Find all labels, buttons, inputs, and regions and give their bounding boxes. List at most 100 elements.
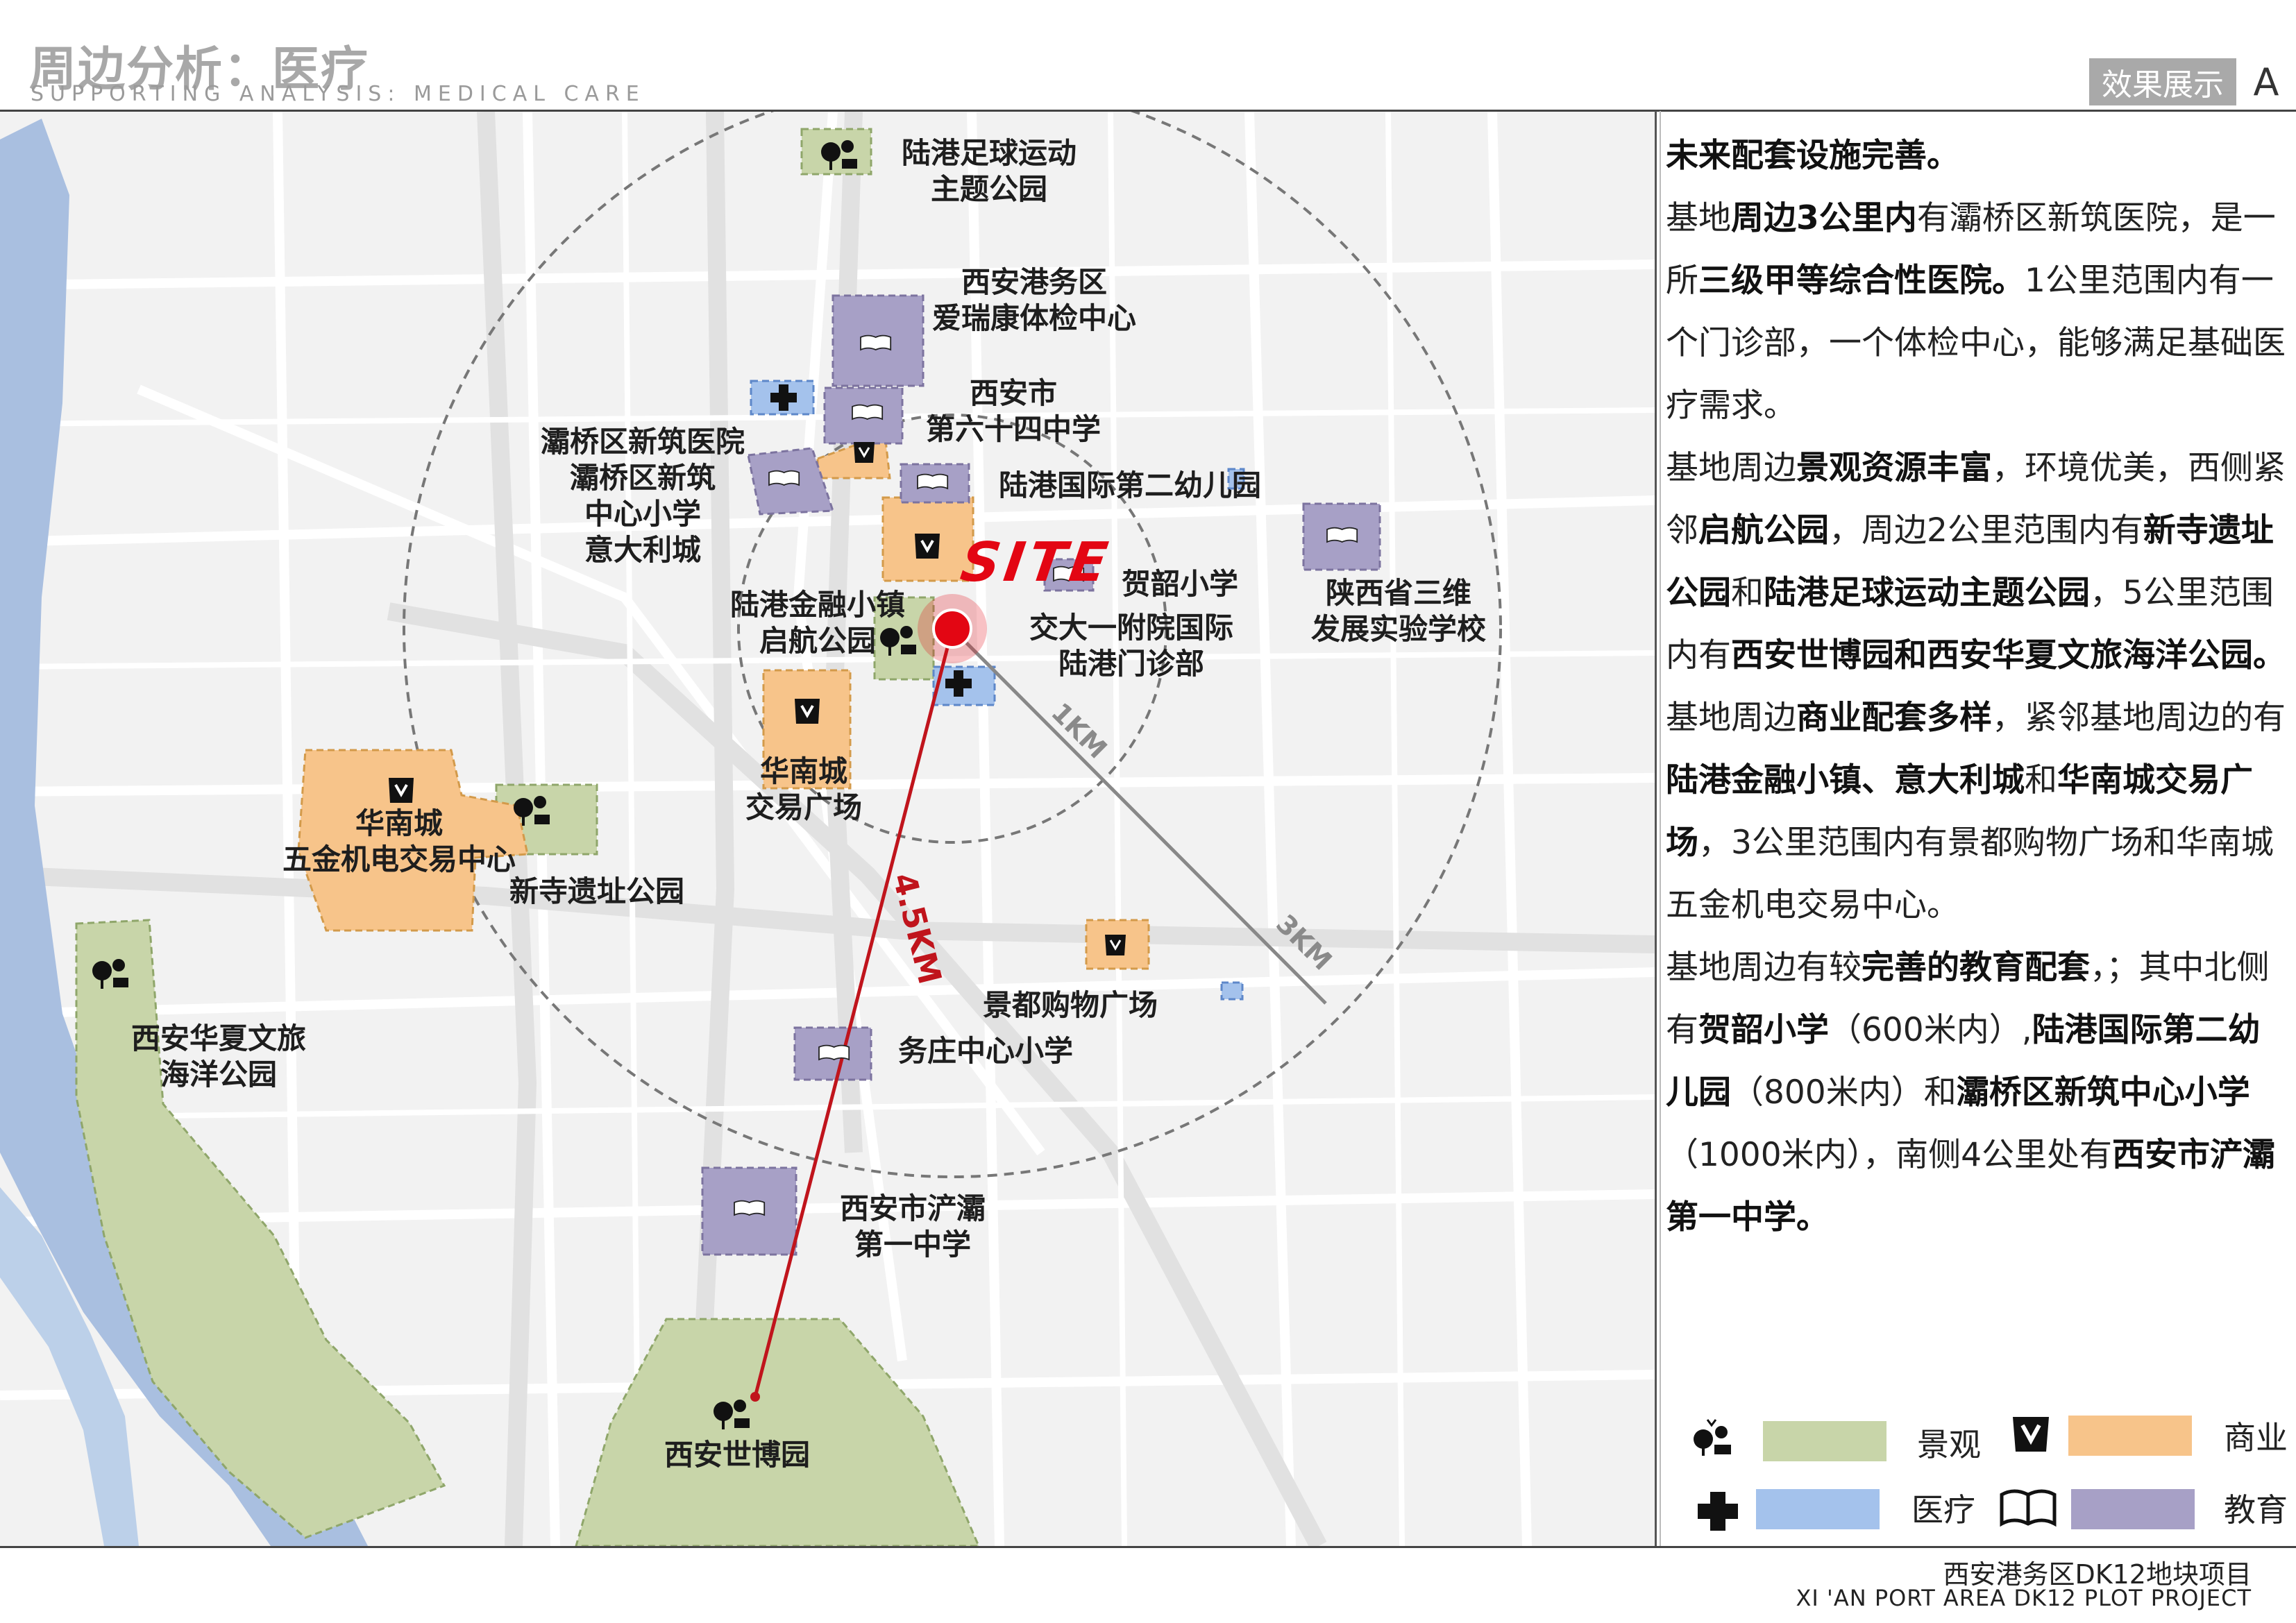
legend-book-icon: [2000, 1489, 2057, 1527]
footer-project-cn: 西安港务区DK12地块项目: [1943, 1559, 2252, 1590]
minor-roads: [0, 112, 1655, 1546]
emphasis-text: 西安市浐灞第一中学。: [1666, 1136, 2276, 1237]
emphasis-text: 西安世博园和西安华夏文旅海洋公园。: [1731, 636, 2286, 674]
body-text: 基地: [1666, 199, 1731, 237]
label-shaanxi-school: 陕西省三维 发展实验学校: [1310, 576, 1487, 646]
analysis-text-panel: 未来配套设施完善。基地周边3公里内有灞桥区新筑医院，是一所三级甲等综合性医院。1…: [1666, 125, 2290, 1249]
legend-cross-icon: [1698, 1492, 1738, 1531]
line-1km-3km: [951, 627, 1327, 1005]
tree-icon: [92, 959, 128, 989]
emphasis-text: 灞桥区新筑中心小学: [1956, 1073, 2250, 1112]
tree-icon: [514, 796, 550, 826]
book-icon: [1053, 566, 1085, 582]
body-text: ，周边2公里范围内有: [1829, 511, 2143, 550]
legend-tree-icon: [1694, 1419, 1731, 1456]
emphasis-text: 贺韶小学: [1698, 1011, 1829, 1049]
label-huanan-trade: 华南城 交易广场: [745, 754, 863, 824]
tree-icon: [714, 1400, 750, 1429]
bottom-rule: [0, 1546, 2296, 1548]
bag-icon: [854, 442, 875, 463]
label-football-park: 陆港足球运动 主题公园: [901, 136, 1077, 206]
zone-huanan-hardware: [297, 749, 529, 932]
book-icon: [860, 334, 892, 351]
emphasis-text: 启航公园: [1698, 511, 1829, 550]
label-ocean-park: 西安华夏文旅 海洋公园: [130, 1021, 307, 1091]
emphasis-text: 商业配套多样: [1796, 699, 1992, 737]
body-text: （800米内）和: [1731, 1073, 1957, 1112]
legend-commerce-swatch: [2068, 1416, 2192, 1456]
emphasis-text: 陆港足球运动主题公园: [1764, 574, 2090, 612]
bag-icon: [795, 699, 820, 724]
icons-layer: [92, 140, 1358, 1429]
site-label: SITE: [956, 532, 1116, 594]
body-text: 基地周边有较: [1666, 949, 1862, 987]
body-text: 和: [2025, 761, 2057, 799]
emphasis-text: 陆港国际第二幼儿园: [1666, 1011, 2261, 1112]
emphasis-text: 三级甲等综合性医院。: [1698, 262, 2025, 300]
map-area[interactable]: SITE 1KM 3KM 4.5KM 陆港足球运动 主题公园 西安港务区 爱瑞康…: [0, 112, 1655, 1546]
analysis-paragraph-2: 基地周边3公里内有灞桥区新筑医院，是一所三级甲等综合性医院。1公里范围内有一个门…: [1666, 187, 2290, 437]
label-huba-school: 西安市浐灞 第一中学: [839, 1191, 986, 1261]
analysis-paragraph-4: 基地周边商业配套多样，紧邻基地周边的有陆港金融小镇、意大利城和华南城交易广场，3…: [1666, 687, 2290, 937]
bag-icon: [389, 778, 414, 803]
legend-medical-swatch: [1756, 1489, 1880, 1529]
label-huanan-hardware: 华南城 五金机电交易中心: [282, 806, 516, 876]
cross-icon: [945, 670, 972, 697]
legend-education-swatch: [2071, 1489, 2195, 1529]
education-zones: [701, 294, 1381, 1256]
bag-icon: [1105, 935, 1126, 955]
expo-endpoint: [750, 1392, 760, 1402]
label-xinzhu-hospital: 灞桥区新筑医院 灞桥区新筑 中心小学 意大利城: [540, 425, 745, 567]
label-wuzhuang: 务庄中心小学: [897, 1034, 1074, 1068]
book-icon: [852, 404, 884, 420]
legend-bag-icon: [2013, 1417, 2049, 1452]
zone-small-blue: [1227, 468, 1245, 490]
book-icon: [1326, 527, 1358, 543]
body-text: ，环境优美，西侧紧邻: [1666, 449, 2286, 550]
footer-project-en: XI 'AN PORT AREA DK12 PLOT PROJECT: [1796, 1585, 2252, 1611]
emphasis-text: 陆港金融小镇、意大利城: [1666, 761, 2025, 799]
emphasis-text: 华南城交易广场: [1666, 761, 2253, 862]
label-heshao: 贺韶小学: [1121, 567, 1239, 601]
legend-education-label: 教育: [2224, 1491, 2288, 1529]
zone-kindergarten: [900, 463, 970, 504]
body-text: （600米内）,: [1829, 1011, 2032, 1049]
label-xinsi-park: 新寺遗址公园: [509, 874, 685, 908]
body-text: 基地周边: [1666, 449, 1796, 487]
panel-divider: [1655, 111, 1657, 1546]
legend-medical-label: 医疗: [1911, 1491, 1975, 1529]
page-subtitle: SUPPORTING ANALYSIS: MEDICAL CARE: [31, 82, 645, 106]
book-icon: [734, 1200, 766, 1216]
book-icon: [917, 473, 949, 490]
header-tab[interactable]: 效果展示: [2089, 58, 2236, 105]
body-text: 基地周边: [1666, 699, 1796, 737]
label-irui-center: 西安港务区 爱瑞康体检中心: [931, 265, 1137, 335]
analysis-paragraph-5: 基地周边有较完善的教育配套，；其中北侧有贺韶小学（600米内）,陆港国际第二幼儿…: [1666, 937, 2290, 1249]
book-icon: [818, 1044, 850, 1061]
line-4-5km: [753, 628, 954, 1397]
ring-3km: [403, 112, 1502, 1178]
emphasis-text: 景观资源丰富: [1796, 449, 1992, 487]
body-text: 有灞桥区新筑医院，是一所: [1666, 199, 2276, 300]
header-tab-letter: A: [2236, 58, 2296, 105]
emphasis-text: 未来配套设施完善。: [1666, 137, 1959, 175]
legend-landscape-swatch: [1763, 1421, 1886, 1461]
tree-icon: [821, 140, 857, 170]
site-marker: [932, 609, 972, 649]
label-expo: 西安世博园: [664, 1438, 811, 1472]
analysis-paragraph-1: 未来配套设施完善。: [1666, 125, 2290, 187]
emphasis-text: 新寺遗址公园: [1666, 511, 2274, 612]
top-rule: [0, 110, 2296, 112]
emphasis-text: 周边3公里内: [1731, 199, 1917, 237]
label-jingdu: 景都购物广场: [982, 988, 1158, 1022]
body-text: （1000米内），南侧4公里处有: [1666, 1136, 2113, 1174]
body-text: 1公里范围内有一个门诊部，一个体检中心，能够满足基础医疗需求。: [1666, 262, 2286, 425]
body-text: ，3公里范围内有景都购物广场和华南城五金机电交易中心。: [1666, 824, 2274, 924]
body-text: ，；其中北侧有: [1666, 949, 2270, 1049]
zone-small-blue-2: [1220, 981, 1244, 1001]
zone-ocean-park: [75, 919, 446, 1539]
book-icon: [768, 470, 800, 486]
body-text: ，紧邻基地周边的有: [1992, 699, 2286, 737]
body-text: ，5公里范围内有: [1666, 574, 2274, 674]
analysis-paragraph-3: 基地周边景观资源丰富，环境优美，西侧紧邻启航公园，周边2公里范围内有新寺遗址公园…: [1666, 437, 2290, 687]
